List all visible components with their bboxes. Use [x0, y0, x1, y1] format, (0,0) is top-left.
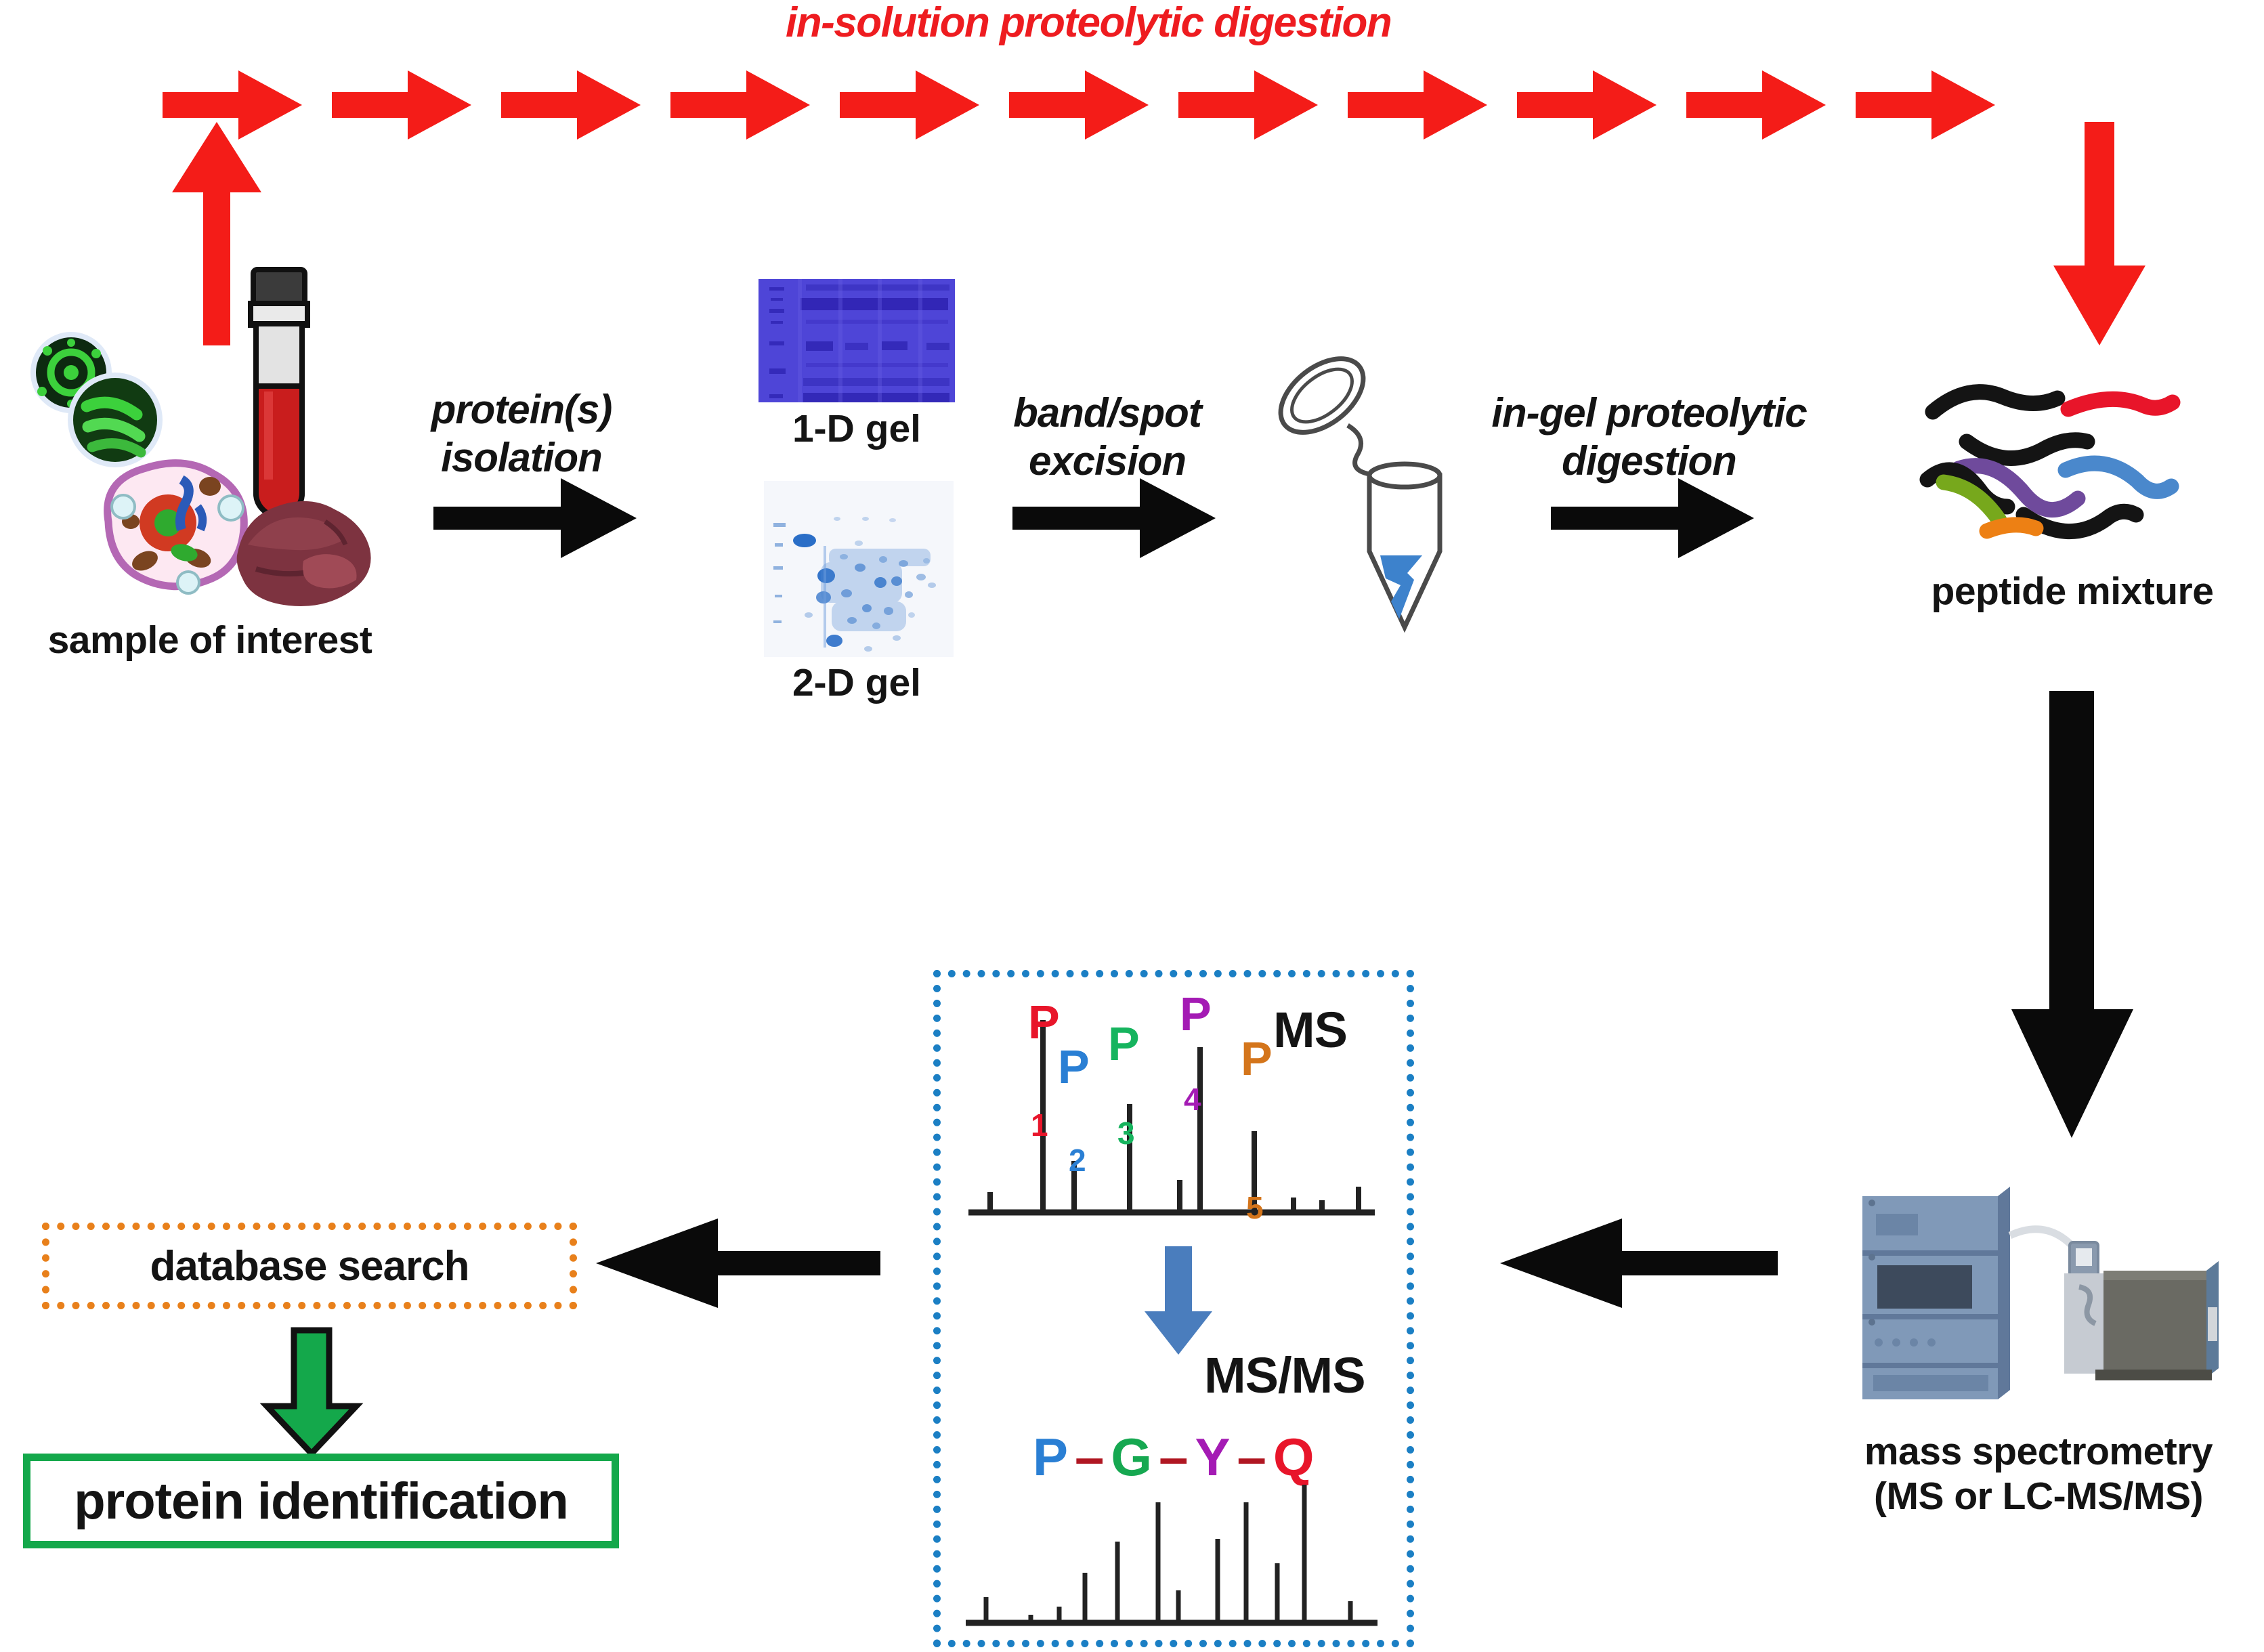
peak-letter: P	[1028, 996, 1060, 1049]
black-left-arrow-right	[1500, 1216, 1778, 1311]
ms-peak-label-p5: P	[1241, 1035, 1273, 1082]
gel-2d-label: 2-D gel	[792, 661, 922, 704]
gel-1d-label: 1-D gel	[792, 407, 922, 450]
database-search-box[interactable]: database search	[42, 1223, 577, 1309]
step-band-spot-excision-label: band/spot excision	[1013, 390, 1202, 484]
seq-dash-3: –	[1237, 1427, 1266, 1487]
seq-dash-2: –	[1159, 1427, 1189, 1487]
mass-spectrometry-label: mass spectrometry (MS or LC-MS/MS)	[1864, 1430, 2213, 1518]
ion-source	[2064, 1241, 2103, 1374]
black-arrow-3	[1551, 474, 1754, 562]
blood-collection-tube-icon	[238, 267, 320, 534]
protein-identification-label: protein identification	[74, 1472, 569, 1530]
ms-peak-sub-p4: 4	[1184, 1082, 1201, 1117]
ms-peak-sub-p5: 5	[1246, 1190, 1264, 1225]
ms-tag-label: MS	[1273, 1002, 1348, 1058]
step-protein-isolation-label: protein(s) isolation	[431, 387, 613, 480]
red-chevron-arrow-group	[163, 70, 1995, 140]
msms-spectrum-chart	[962, 1485, 1382, 1643]
black-arrow-2	[1012, 474, 1216, 562]
gel-2d-image	[764, 481, 954, 657]
residue-y: Y	[1195, 1427, 1231, 1487]
ms-analyzer	[2095, 1261, 2219, 1380]
ms-peak-sub-p2: 2	[1069, 1143, 1086, 1178]
sample-of-interest-group	[7, 325, 427, 610]
black-down-arrow	[2011, 691, 2133, 1138]
ms-spectrum-svg	[968, 1020, 1375, 1216]
in-solution-digestion-arrow-row	[163, 68, 2059, 142]
bacteria-icon	[30, 332, 163, 467]
residue-q: Q	[1273, 1427, 1315, 1487]
peak-letter: P	[1058, 1040, 1090, 1093]
peptide-sequence: P – G – Y – Q	[1033, 1431, 1315, 1483]
mass-spectrometer-icon	[1849, 1179, 2228, 1422]
ms-peak-label-p4: P	[1180, 990, 1212, 1038]
residue-p: P	[1033, 1427, 1069, 1487]
msms-tag-label: MS/MS	[1204, 1347, 1366, 1403]
black-arrow-1	[433, 474, 637, 562]
blue-down-arrow	[1138, 1246, 1219, 1355]
ms-spectrum-chart	[962, 1009, 1382, 1233]
red-down-arrow	[2045, 122, 2154, 345]
red-up-arrow	[163, 122, 271, 345]
ms-peak-label-p1: P	[1028, 998, 1060, 1046]
green-down-arrow	[257, 1327, 366, 1458]
peak-letter: P	[1241, 1032, 1273, 1085]
sample-of-interest-label: sample of interest	[47, 618, 372, 662]
eppendorf-tube-icon	[1246, 352, 1449, 637]
msms-spectrum-svg	[966, 1485, 1377, 1626]
peak-letter: P	[1108, 1017, 1140, 1070]
peptide-mixture-label: peptide mixture	[1931, 570, 2214, 613]
protein-identification-box[interactable]: protein identification	[23, 1454, 619, 1548]
gel-1d-image	[759, 279, 955, 402]
tissue-sample-icon	[223, 474, 386, 606]
eukaryotic-cell-icon	[104, 459, 248, 595]
ms-peak-sub-p1: 1	[1031, 1107, 1048, 1143]
residue-g: G	[1111, 1427, 1153, 1487]
black-left-arrow-left	[596, 1216, 880, 1311]
step-in-gel-digestion-label: in-gel proteolytic digestion	[1491, 390, 1807, 484]
peak-letter: P	[1180, 988, 1212, 1040]
ms-peak-label-p3: P	[1108, 1020, 1140, 1067]
database-search-label: database search	[150, 1242, 470, 1290]
ms-peak-sub-p3: 3	[1117, 1116, 1135, 1151]
seq-dash-1: –	[1075, 1427, 1105, 1487]
lc-stack	[1862, 1187, 2010, 1399]
ms-msms-panel	[933, 970, 1414, 1647]
peptide-mixture-icon	[1919, 366, 2221, 542]
in-solution-digestion-title: in-solution proteolytic digestion	[786, 0, 1392, 46]
ms-peak-label-p2: P	[1058, 1043, 1090, 1090]
gel-piece	[1380, 555, 1422, 619]
